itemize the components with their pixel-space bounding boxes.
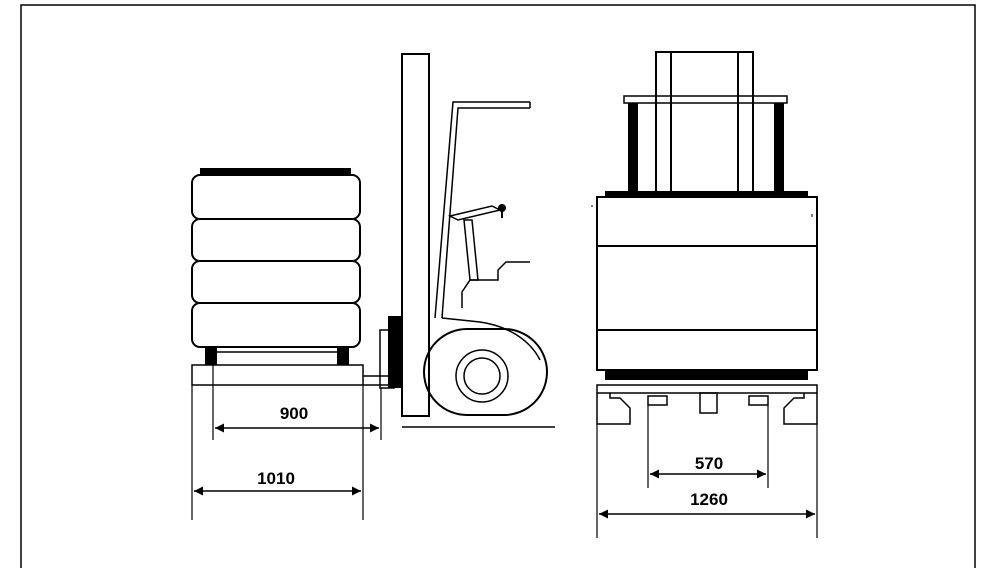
dim-900-label: 900 xyxy=(280,404,308,423)
side-body xyxy=(441,261,541,361)
side-fork xyxy=(363,316,402,389)
frame-border xyxy=(20,4,976,568)
rear-mast xyxy=(655,51,754,196)
side-view: 900 1010 xyxy=(191,53,555,520)
rear-view: 570 1260 xyxy=(591,51,818,538)
side-pallet xyxy=(191,364,364,386)
rear-dimensions: 570 1260 xyxy=(596,405,818,538)
dim-1010-label: 1010 xyxy=(257,469,295,488)
rear-container xyxy=(591,191,818,380)
side-dimensions: 900 1010 xyxy=(191,365,382,520)
side-mast xyxy=(401,53,430,417)
side-steering xyxy=(447,204,506,281)
side-overhead-guard xyxy=(434,101,531,319)
dim-570-label: 570 xyxy=(695,454,723,473)
dim-1260-label: 1260 xyxy=(690,490,728,509)
side-wheel xyxy=(423,328,548,416)
side-container xyxy=(191,168,361,365)
rear-pallet xyxy=(596,384,818,425)
rear-overhead-guard xyxy=(623,95,788,191)
